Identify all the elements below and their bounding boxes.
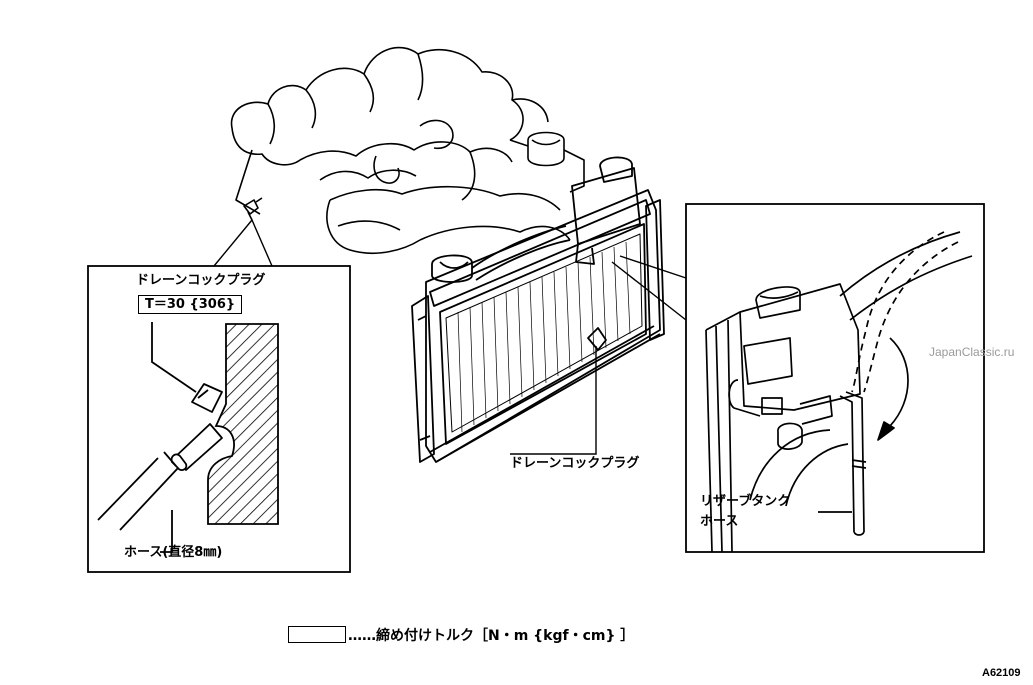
inset-right-dashed [851,231,959,393]
inset-left [87,265,351,573]
inset-left-wall [207,323,279,525]
drain-cock-plug-label: ドレーンコックプラグ [510,456,640,471]
figure-code: A62109 [982,667,1021,679]
inset-right-detail [705,231,973,553]
inset-right [685,203,985,553]
radiator-core-fins [457,241,631,433]
radiator [411,156,665,463]
inset-left-title: ドレーンコックプラグ [136,273,266,288]
torque-spec-box: T＝30 {306} [138,295,243,314]
torque-legend-box [288,626,346,643]
watermark: JapanClassic.ru [929,345,1015,359]
reservoir-hose-label: ホース [700,514,739,529]
inset-left-hose [97,322,197,553]
engine-outline [230,46,585,254]
leader-lines [213,218,687,455]
reservoir-tank-label: リザーブタンク [700,494,791,509]
hose-diameter-label: ホース(直径8㎜) [124,545,223,560]
inset-left-plug [170,383,223,471]
torque-legend-text: ……締め付けトルク［N・m {kgf・cm} ］ [348,628,635,644]
